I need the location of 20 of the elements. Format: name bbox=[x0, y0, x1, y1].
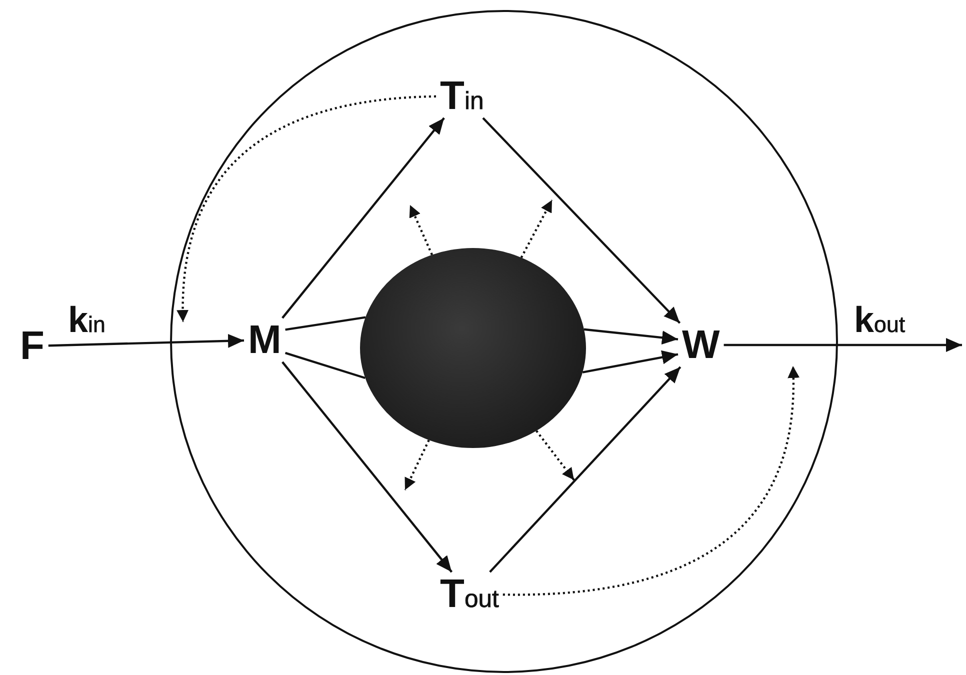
variable-label: W bbox=[678, 323, 724, 367]
connector-line bbox=[285, 316, 366, 331]
variable-label: M bbox=[244, 318, 286, 362]
dotted-arrow bbox=[502, 366, 799, 596]
dotted-arrow bbox=[177, 95, 436, 322]
dotted-arrow bbox=[536, 430, 575, 481]
arrow bbox=[282, 117, 445, 319]
variable-label: F bbox=[16, 324, 48, 368]
dotted-arrow bbox=[404, 440, 430, 490]
arrow bbox=[282, 361, 453, 573]
arrow bbox=[489, 366, 682, 573]
arrow bbox=[482, 117, 681, 324]
arrow bbox=[724, 338, 962, 352]
connector-line bbox=[284, 352, 366, 380]
arrow bbox=[582, 350, 678, 374]
dotted-arrow bbox=[520, 199, 553, 258]
arrow bbox=[584, 328, 678, 345]
dotted-arrow bbox=[409, 204, 433, 256]
enclosing-circle bbox=[170, 10, 838, 673]
arrow bbox=[48, 334, 244, 348]
